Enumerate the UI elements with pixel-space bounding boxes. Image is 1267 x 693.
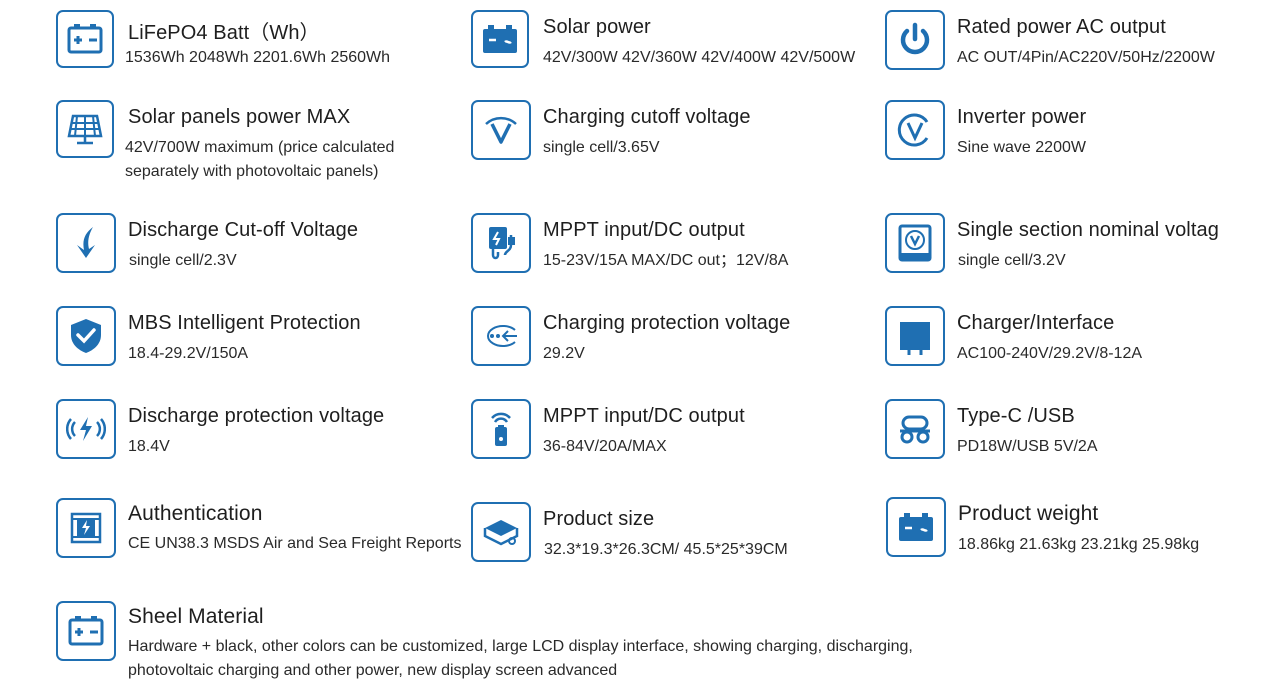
- spec-title: MPPT input/DC output: [543, 405, 745, 427]
- spec-value: AC100-240V/29.2V/8-12A: [957, 345, 1143, 362]
- spec-value: 29.2V: [543, 345, 585, 362]
- spec-typec-usb: Type-C /USB PD18W/USB 5V/2A: [885, 399, 1265, 469]
- spec-product-weight: Product weight 18.86kg 21.63kg 23.21kg 2…: [886, 497, 1266, 567]
- solar-panel-icon: [56, 100, 114, 158]
- plug-cycle-icon: [471, 306, 531, 366]
- wireless-phone-icon: [471, 399, 531, 459]
- spec-title: Inverter power: [957, 106, 1087, 128]
- spec-title: Discharge protection voltage: [128, 405, 385, 427]
- spec-value: Sine wave 2200W: [957, 139, 1086, 156]
- arrow-down-icon: [56, 213, 116, 273]
- spec-charging-cutoff: Charging cutoff voltage single cell/3.65…: [471, 100, 871, 170]
- spec-mbs-protection: MBS Intelligent Protection 18.4-29.2V/15…: [56, 306, 456, 376]
- charger-block-icon: [885, 306, 945, 366]
- spec-value: single cell/3.2V: [958, 252, 1066, 269]
- spec-charging-protection: Charging protection voltage 29.2V: [471, 306, 871, 376]
- spec-title: Solar panels power MAX: [128, 106, 351, 128]
- spec-title: Authentication: [128, 502, 263, 525]
- spec-value: 42V/300W 42V/360W 42V/400W 42V/500W: [543, 49, 856, 66]
- spec-mppt-dc-output-1: MPPT input/DC output 15-23V/15A MAX/DC o…: [471, 213, 871, 283]
- spec-title: Charging cutoff voltage: [543, 106, 751, 128]
- spec-product-size: Product size 32.3*19.3*26.3CM/ 45.5*25*3…: [471, 502, 871, 572]
- spec-value: CE UN38.3 MSDS Air and Sea Freight Repor…: [128, 535, 462, 552]
- spec-value: Hardware + black, other colors can be cu…: [128, 638, 913, 679]
- spec-value: 18.4-29.2V/150A: [128, 345, 249, 362]
- wireless-bolt-icon: [56, 399, 116, 459]
- spec-value: 32.3*19.3*26.3CM/ 45.5*25*39CM: [544, 541, 788, 558]
- spec-value: single cell/3.65V: [543, 139, 660, 156]
- solar-battery-icon: [471, 10, 529, 68]
- spec-title: Solar power: [543, 16, 651, 38]
- spec-value: 36-84V/20A/MAX: [543, 438, 667, 455]
- spec-lifepo4-batt: LiFePO4 Batt（Wh） 1536Wh 2048Wh 2201.6Wh …: [56, 10, 456, 80]
- certificate-bolt-icon: [56, 498, 116, 558]
- power-icon: [885, 10, 945, 70]
- spec-sheel-material: Sheel Material Hardware + black, other c…: [56, 601, 956, 691]
- spec-title: Charging protection voltage: [543, 312, 791, 334]
- spec-title: MBS Intelligent Protection: [128, 312, 361, 334]
- spec-solar-power: Solar power 42V/300W 42V/360W 42V/400W 4…: [471, 10, 871, 80]
- spec-value: PD18W/USB 5V/2A: [957, 438, 1098, 455]
- box-size-icon: [471, 502, 531, 562]
- spec-value: AC OUT/4Pin/AC220V/50Hz/2200W: [957, 49, 1215, 66]
- spec-title: Product weight: [958, 502, 1099, 525]
- spec-title: Type-C /USB: [957, 405, 1075, 427]
- spec-rated-ac-output: Rated power AC output AC OUT/4Pin/AC220V…: [885, 10, 1265, 80]
- spec-discharge-cutoff: Discharge Cut-off Voltage single cell/2.…: [56, 213, 456, 283]
- spec-solar-panels-max: Solar panels power MAX 42V/700W maximum …: [56, 100, 456, 190]
- inverter-v-icon: [885, 100, 945, 160]
- spec-value: 1536Wh 2048Wh 2201.6Wh 2560Wh: [125, 49, 391, 66]
- spec-value: 15-23V/15A MAX/DC out；12V/8A: [543, 252, 789, 269]
- spec-title: Discharge Cut-off Voltage: [128, 219, 359, 241]
- spec-value: 42V/700W maximum (price calculated separ…: [125, 139, 395, 180]
- spec-title: LiFePO4 Batt（Wh）: [128, 22, 320, 44]
- spec-mppt-dc-output-2: MPPT input/DC output 36-84V/20A/MAX: [471, 399, 871, 469]
- voltage-v-icon: [471, 100, 531, 160]
- battery-weight-icon: [886, 497, 946, 557]
- spec-nominal-voltage: Single section nominal voltag single cel…: [885, 213, 1267, 283]
- usb-port-icon: [885, 399, 945, 459]
- spec-title: Sheel Material: [128, 605, 264, 628]
- spec-title: Rated power AC output: [957, 16, 1166, 38]
- spec-title: MPPT input/DC output: [543, 219, 745, 241]
- spec-value: single cell/2.3V: [129, 252, 237, 269]
- spec-title: Single section nominal voltag: [957, 219, 1219, 241]
- spec-authentication: Authentication CE UN38.3 MSDS Air and Se…: [56, 498, 466, 568]
- spec-value: 18.86kg 21.63kg 23.21kg 25.98kg: [958, 536, 1200, 553]
- spec-discharge-protection: Discharge protection voltage 18.4V: [56, 399, 456, 469]
- voltmeter-icon: [885, 213, 945, 273]
- spec-charger-interface: Charger/Interface AC100-240V/29.2V/8-12A: [885, 306, 1265, 376]
- shield-check-icon: [56, 306, 116, 366]
- spec-inverter-power: Inverter power Sine wave 2200W: [885, 100, 1265, 170]
- spec-value: 18.4V: [128, 438, 170, 455]
- spec-title: Charger/Interface: [957, 312, 1115, 334]
- charger-plug-icon: [471, 213, 531, 273]
- battery-material-icon: [56, 601, 116, 661]
- battery-icon: [56, 10, 114, 68]
- spec-title: Product size: [543, 508, 655, 530]
